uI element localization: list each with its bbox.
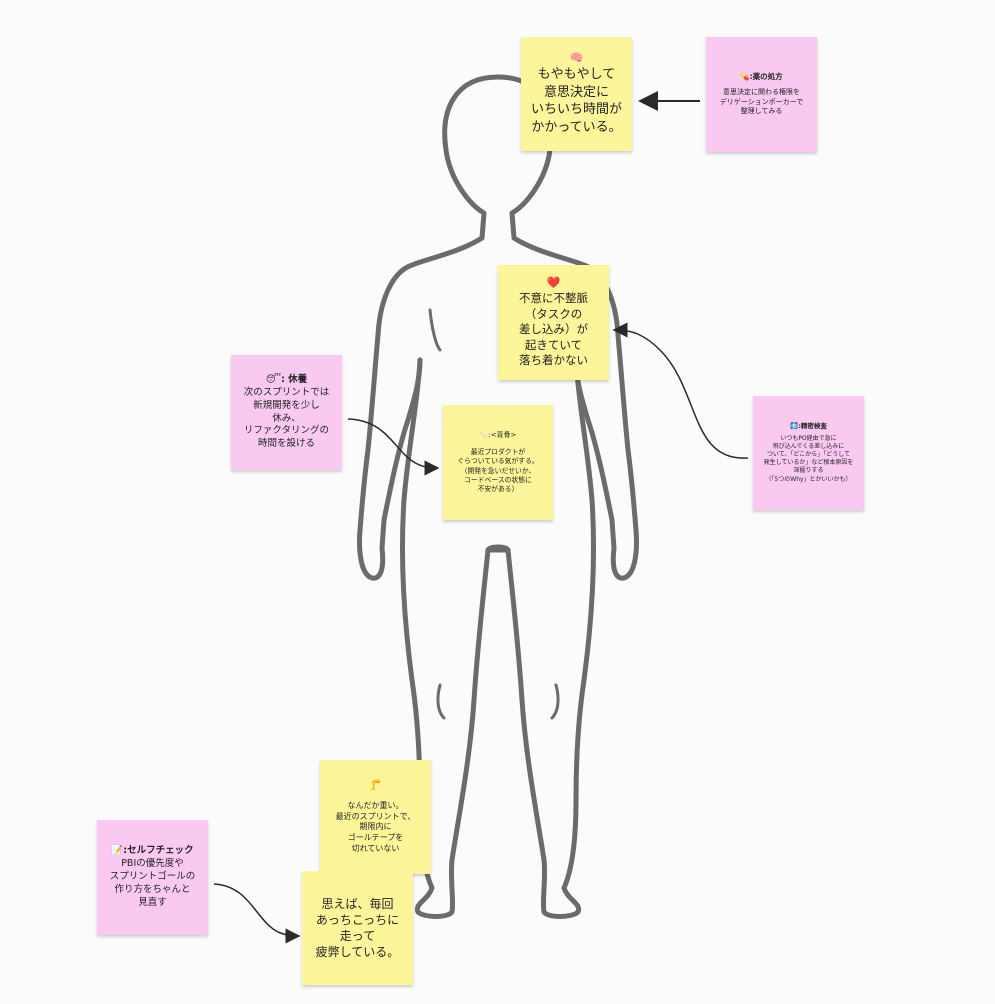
brain-icon: 🧠 [569, 51, 584, 65]
bone-icon: 🦴 [479, 430, 489, 439]
head-remedy-text: 意思決定に関わる権限を デリゲーションポーカーで 整理してみる [719, 88, 804, 116]
arrow-rest-remedy [347, 418, 440, 476]
sleeping-face-icon: 😴 [265, 374, 282, 386]
xray-icon: 🩻 [790, 422, 799, 431]
self-check-title: 📝:セルフチェック [111, 845, 194, 857]
legs-symptom-note[interactable]: 🦵 なんだか重い。 最近のスプリントで、 期限内に ゴールテープを 切れていない [320, 760, 431, 874]
memo-icon: 📝 [111, 845, 124, 857]
head-symptom-note[interactable]: 🧠 もやもやして 意思決定に いちいち時間が かかっている。 [521, 37, 632, 151]
head-remedy-title: 💊:薬の処方 [740, 72, 783, 82]
pill-icon: 💊 [740, 72, 750, 82]
legs-symptom-text: なんだか重い。 最近のスプリントで、 期限内に ゴールテープを 切れていない [335, 800, 416, 853]
heart-remedy-title: 🩻:精密検査 [790, 422, 827, 431]
feet-symptom-text: 思えば、毎回 あっちこっちに 走って 疲弊している。 [315, 896, 400, 960]
back-symptom-title: 🦴:<背骨> [479, 430, 517, 439]
self-check-note[interactable]: 📝:セルフチェック PBIの優先度や スプリントゴールの 作り方をちゃんと 見直… [97, 820, 208, 935]
heart-icon: ❤️ [546, 276, 561, 290]
rest-remedy-title: 😴: 休養 [265, 374, 308, 386]
back-symptom-text: 最近プロダクトが ぐらついている気がする。 （開発を急いだせいか、 コードベース… [457, 448, 539, 493]
heart-symptom-text: 不意に不整脈 （タスクの 差し込み）が 起きていて 落ち着かない [519, 291, 588, 368]
head-symptom-text: もやもやして 意思決定に いちいち時間が かかっている。 [530, 67, 622, 135]
heart-symptom-note[interactable]: ❤️ 不意に不整脈 （タスクの 差し込み）が 起きていて 落ち着かない [498, 265, 609, 380]
rest-remedy-note[interactable]: 😴: 休養 次のスプリントでは 新規開発を少し 休み、 リファクタリングの 時間… [231, 355, 342, 470]
head-remedy-note[interactable]: 💊:薬の処方 意思決定に関わる権限を デリゲーションポーカーで 整理してみる [706, 37, 817, 152]
rest-remedy-text: 次のスプリントでは 新規開発を少し 休み、 リファクタリングの 時間を設ける [243, 386, 330, 450]
self-check-text: PBIの優先度や スプリントゴールの 作り方をちゃんと 見直す [109, 858, 196, 908]
arrow-heart-remedy [612, 322, 749, 459]
heart-remedy-text: いつもPO経由で急に 飛び込んでくる差し込みに ついて、「どこから」「どうして … [763, 435, 854, 483]
arrow-self-check [213, 883, 301, 944]
heart-remedy-note[interactable]: 🩻:精密検査 いつもPO経由で急に 飛び込んでくる差し込みに ついて、「どこから… [753, 396, 864, 510]
leg-icon: 🦵 [369, 780, 382, 792]
back-symptom-note[interactable]: 🦴:<背骨> 最近プロダクトが ぐらついている気がする。 （開発を急いだせいか、… [443, 405, 553, 520]
feet-symptom-note[interactable]: 思えば、毎回 あっちこっちに 走って 疲弊している。 [302, 871, 413, 985]
